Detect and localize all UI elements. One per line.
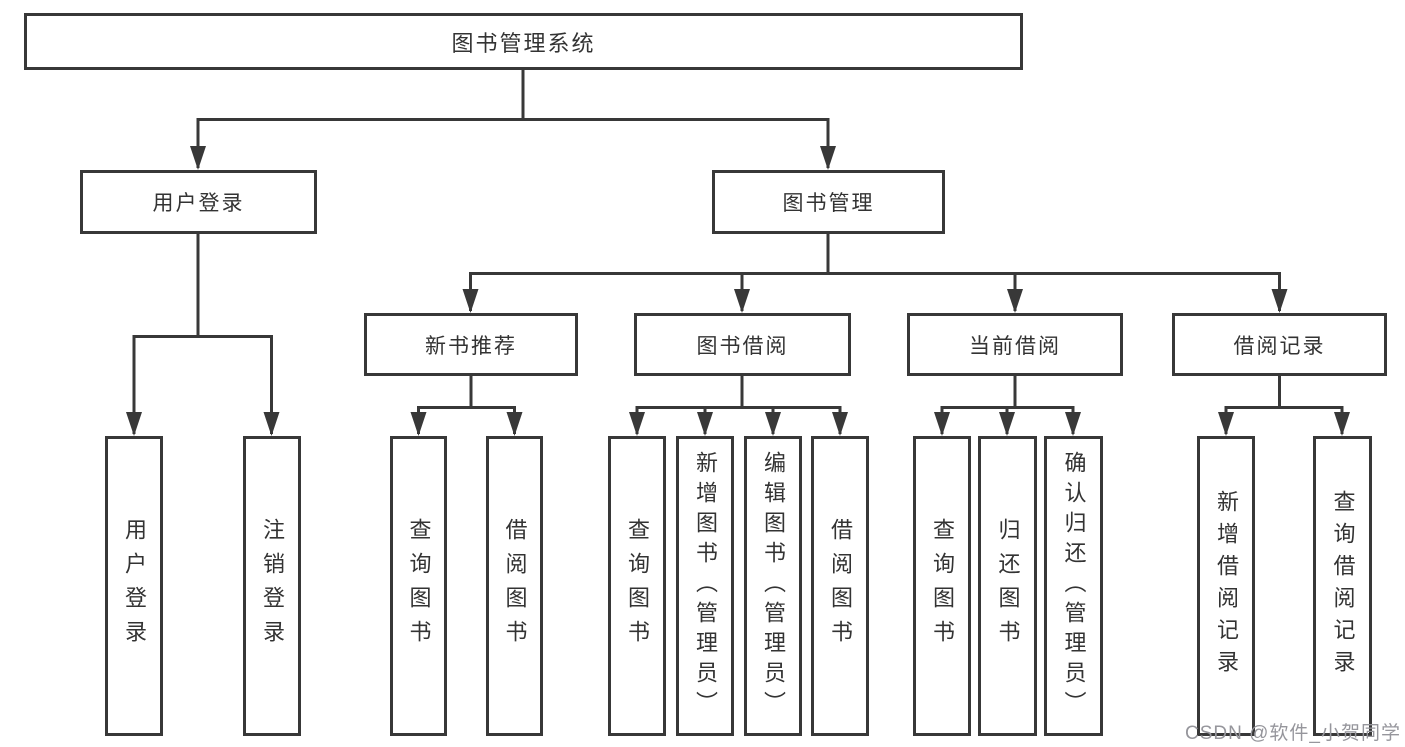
leaf-borrow-books-borrowing: 借阅图书 bbox=[811, 436, 869, 736]
leaf-user-login: 用户登录 bbox=[105, 436, 163, 736]
leaf-query-books-recommend: 查询图书 bbox=[390, 436, 447, 736]
leaf-confirm-return-admin: 确认归还（管理员） bbox=[1044, 436, 1103, 736]
node-book-management: 图书管理 bbox=[712, 170, 945, 234]
node-book-borrowing: 图书借阅 bbox=[634, 313, 851, 376]
leaf-return-books: 归还图书 bbox=[978, 436, 1037, 736]
leaf-query-borrow-record: 查询借阅记录 bbox=[1313, 436, 1372, 736]
leaf-add-borrow-record: 新增借阅记录 bbox=[1197, 436, 1255, 736]
node-new-book-recommend: 新书推荐 bbox=[364, 313, 578, 376]
leaf-query-books-current: 查询图书 bbox=[913, 436, 971, 736]
watermark: CSDN @软件_小贺同学 bbox=[1185, 723, 1401, 744]
leaf-query-books-borrowing: 查询图书 bbox=[608, 436, 666, 736]
leaf-edit-books-admin: 编辑图书（管理员） bbox=[744, 436, 802, 736]
leaf-borrow-books-recommend: 借阅图书 bbox=[486, 436, 543, 736]
node-root: 图书管理系统 bbox=[24, 13, 1023, 70]
node-borrowing-records: 借阅记录 bbox=[1172, 313, 1387, 376]
leaf-logout-login: 注销登录 bbox=[243, 436, 301, 736]
node-current-borrowing: 当前借阅 bbox=[907, 313, 1123, 376]
leaf-add-books-admin: 新增图书（管理员） bbox=[676, 436, 734, 736]
node-user-login: 用户登录 bbox=[80, 170, 317, 234]
